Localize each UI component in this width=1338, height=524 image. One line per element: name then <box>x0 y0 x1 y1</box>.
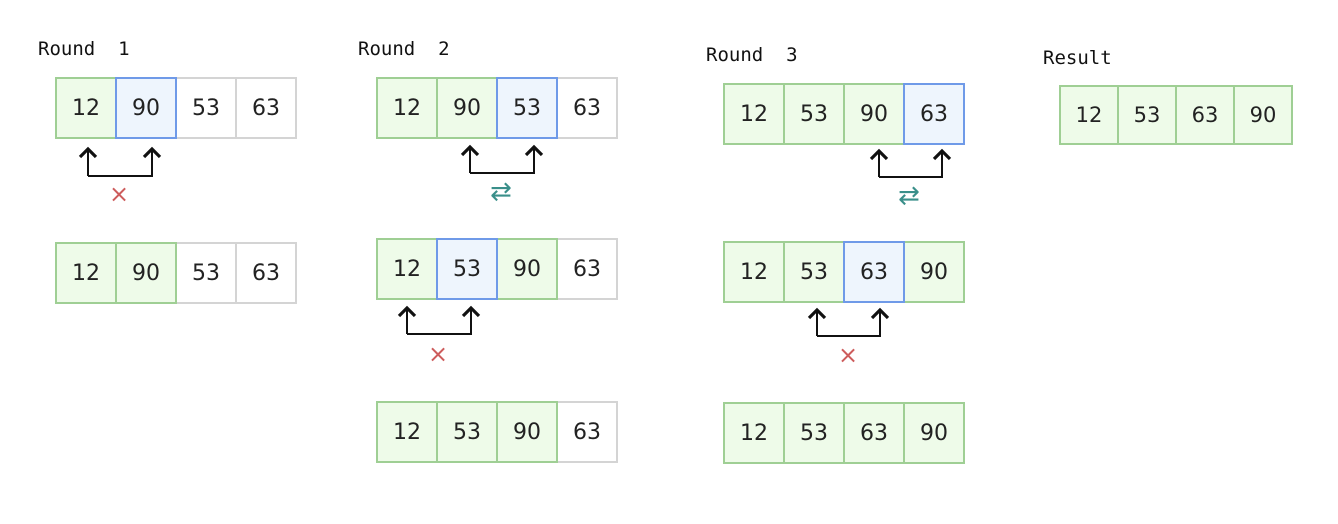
array-cell: 12 <box>376 238 438 300</box>
array-cell: 12 <box>723 241 785 303</box>
array-cell: 53 <box>496 77 558 139</box>
array-cell: 12 <box>723 83 785 145</box>
array-cell: 63 <box>843 241 905 303</box>
round-3-step-1-array: 12 53 90 63 <box>723 83 965 145</box>
swap-icon: ⇄ <box>490 177 512 207</box>
compare-bracket <box>878 151 942 178</box>
no-swap-icon: × <box>109 180 130 208</box>
array-cell: 12 <box>723 402 785 464</box>
array-cell: 12 <box>55 242 117 304</box>
round-2-step-1-array: 12 90 53 63 <box>376 77 618 139</box>
array-cell: 90 <box>903 241 965 303</box>
array-cell: 90 <box>115 77 177 139</box>
array-cell: 53 <box>436 401 498 463</box>
array-cell: 12 <box>55 77 117 139</box>
no-swap-icon: × <box>838 341 859 369</box>
array-cell: 53 <box>783 241 845 303</box>
round-1-step-2-array: 12 90 53 63 <box>55 242 297 304</box>
array-cell: 90 <box>843 83 905 145</box>
result-title: Result <box>1043 47 1112 69</box>
array-cell: 63 <box>843 402 905 464</box>
compare-bracket <box>469 147 534 174</box>
array-cell: 53 <box>175 77 237 139</box>
array-cell: 12 <box>1059 85 1119 145</box>
array-cell: 90 <box>1233 85 1293 145</box>
array-cell: 90 <box>903 402 965 464</box>
array-cell: 63 <box>903 83 965 145</box>
array-cell: 63 <box>1175 85 1235 145</box>
array-cell: 63 <box>556 401 618 463</box>
result-array: 12 53 63 90 <box>1059 85 1293 145</box>
compare-bracket <box>406 308 471 335</box>
array-cell: 53 <box>1117 85 1177 145</box>
array-cell: 63 <box>556 238 618 300</box>
array-cell: 63 <box>235 77 297 139</box>
round-3-title: Round 3 <box>706 44 798 66</box>
array-cell: 53 <box>783 83 845 145</box>
round-2-title: Round 2 <box>358 38 450 60</box>
array-cell: 63 <box>556 77 618 139</box>
array-cell: 53 <box>783 402 845 464</box>
swap-icon: ⇄ <box>898 181 920 211</box>
array-cell: 12 <box>376 401 438 463</box>
array-cell: 90 <box>436 77 498 139</box>
round-2-step-3-array: 12 53 90 63 <box>376 401 618 463</box>
compare-bracket <box>816 310 880 337</box>
array-cell: 53 <box>436 238 498 300</box>
array-cell: 90 <box>496 401 558 463</box>
array-cell: 12 <box>376 77 438 139</box>
round-1-step-1-array: 12 90 53 63 <box>55 77 297 139</box>
array-cell: 90 <box>496 238 558 300</box>
round-3-step-3-array: 12 53 63 90 <box>723 402 965 464</box>
compare-bracket <box>87 149 152 177</box>
array-cell: 53 <box>175 242 237 304</box>
round-2-step-2-array: 12 53 90 63 <box>376 238 618 300</box>
array-cell: 90 <box>115 242 177 304</box>
no-swap-icon: × <box>428 340 449 368</box>
round-3-step-2-array: 12 53 63 90 <box>723 241 965 303</box>
round-1-title: Round 1 <box>38 38 130 60</box>
array-cell: 63 <box>235 242 297 304</box>
